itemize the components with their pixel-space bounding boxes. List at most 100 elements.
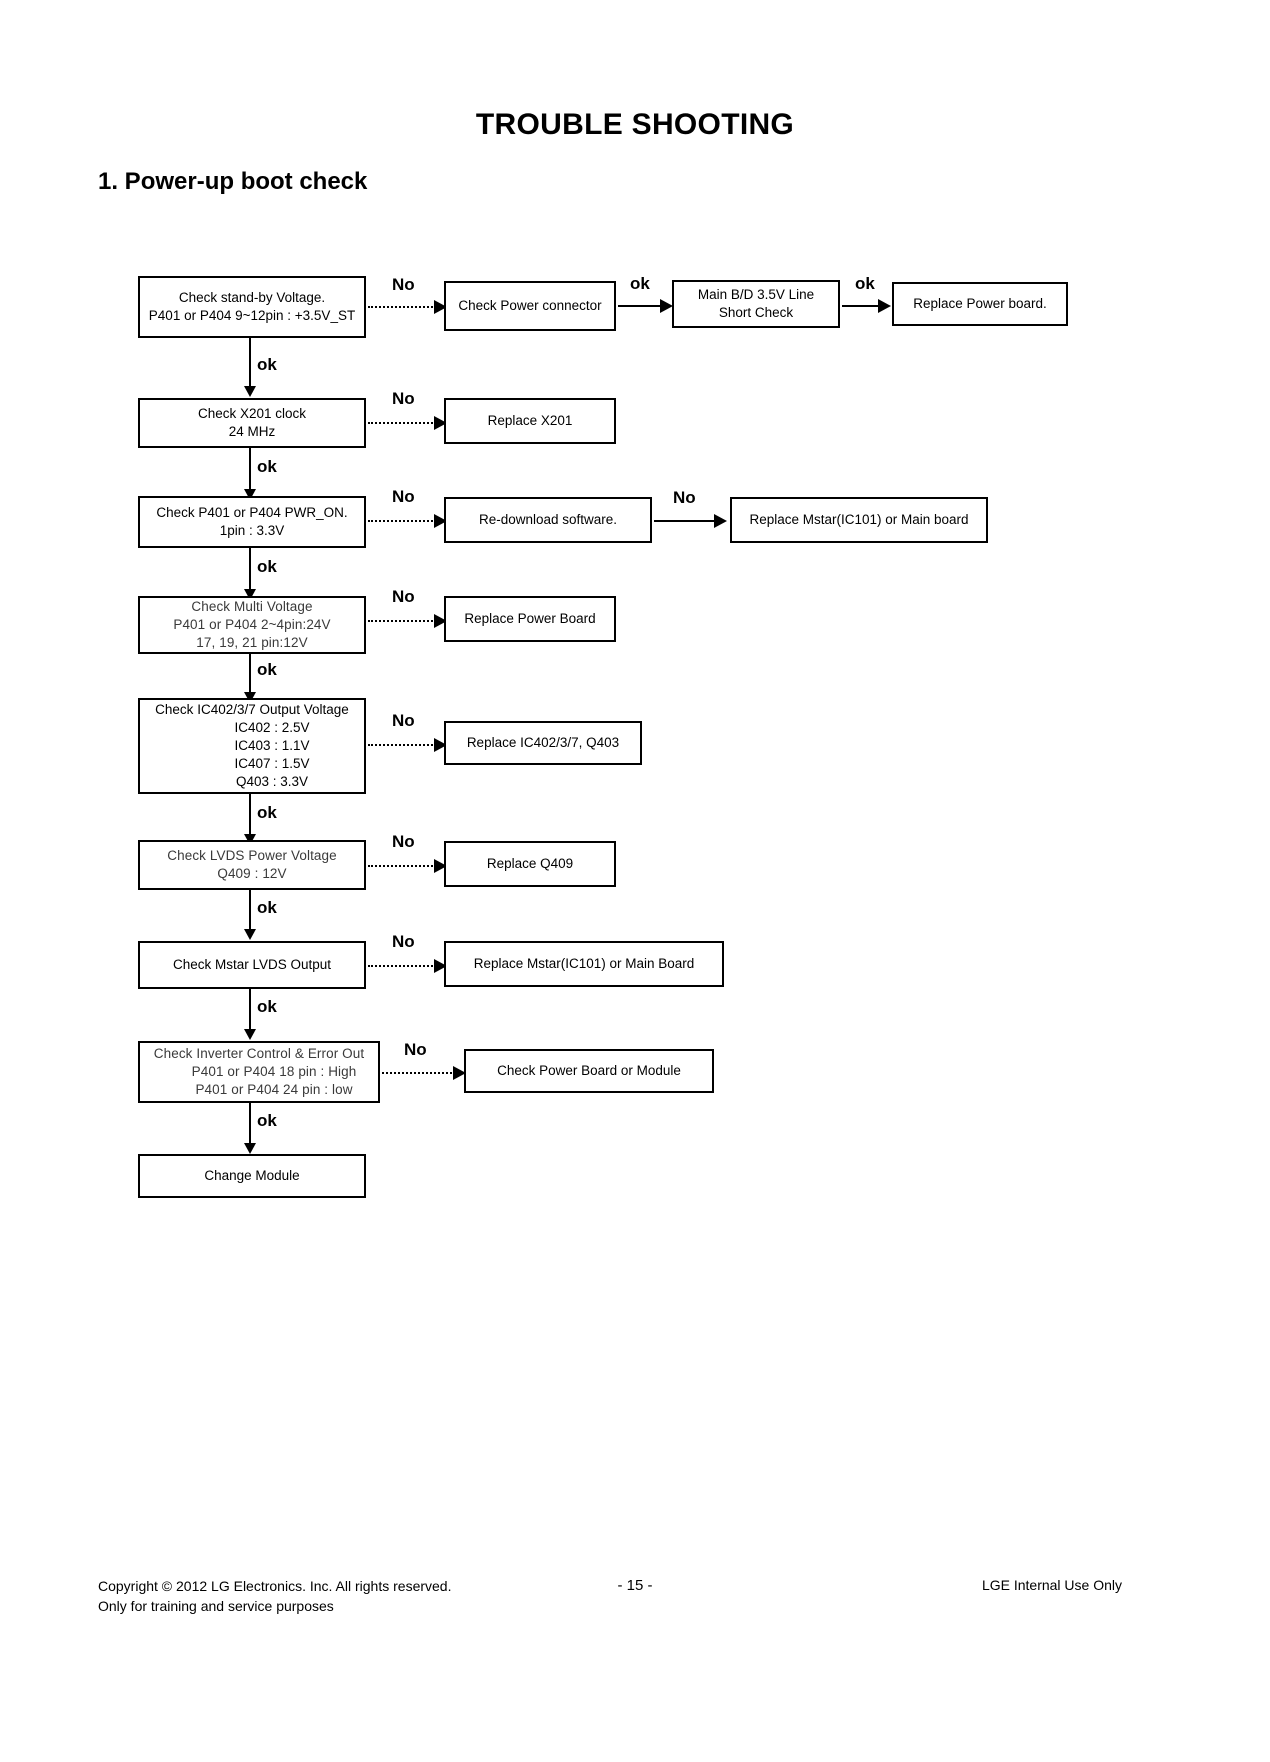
- node-line: Check Multi Voltage: [191, 599, 313, 615]
- edge-ok-mstarlvds-to-inverter: [249, 989, 251, 1033]
- node-check-power-board-or-module[interactable]: Check Power Board or Module: [464, 1049, 714, 1093]
- node-line: Check Power Board or Module: [497, 1063, 681, 1079]
- node-line: P401 or P404 18 pin : High: [191, 1064, 357, 1080]
- node-replace-power-board-2[interactable]: Replace Power Board: [444, 596, 616, 642]
- edge-label-ok: ok: [257, 997, 277, 1016]
- node-line: Main B/D 3.5V Line: [697, 287, 815, 303]
- node-line: Replace Power Board: [464, 611, 596, 627]
- footer-copyright: Copyright © 2012 LG Electronics. Inc. Al…: [98, 1576, 451, 1617]
- node-line: Check IC402/3/7 Output Voltage: [155, 702, 349, 718]
- node-line: Replace Mstar(IC101) or Main board: [749, 512, 969, 528]
- edge-label-ok: ok: [855, 274, 875, 293]
- node-replace-mstar-main-board-1[interactable]: Replace Mstar(IC101) or Main board: [730, 497, 988, 543]
- edge-ok-pwron-to-multivoltage: [249, 548, 251, 593]
- edge-ok-ic-to-lvds: [249, 794, 251, 838]
- node-check-inverter-control[interactable]: Check Inverter Control & Error Out P401 …: [138, 1041, 380, 1103]
- edge-label-no: No: [392, 389, 415, 408]
- arrowhead-icon: [244, 386, 256, 397]
- arrowhead-icon: [434, 614, 447, 628]
- node-line: 17, 19, 21 pin:12V: [196, 634, 308, 650]
- node-replace-power-board-1[interactable]: Replace Power board.: [892, 282, 1068, 326]
- edge-label-no: No: [392, 711, 415, 730]
- arrowhead-icon: [714, 514, 727, 528]
- node-line: P401 or P404 24 pin : low: [195, 1081, 353, 1097]
- node-check-multi-voltage[interactable]: Check Multi Voltage P401 or P404 2~4pin:…: [138, 596, 366, 654]
- section-heading: 1. Power-up boot check: [98, 168, 368, 195]
- node-replace-x201[interactable]: Replace X201: [444, 398, 616, 444]
- node-check-mstar-lvds-output[interactable]: Check Mstar LVDS Output: [138, 941, 366, 989]
- edge-ok-connector-to-shortcheck: [618, 305, 670, 307]
- troubleshooting-flowchart: Check stand-by Voltage. P401 or P404 9~1…: [0, 208, 1270, 1198]
- node-check-standby-voltage[interactable]: Check stand-by Voltage. P401 or P404 9~1…: [138, 276, 366, 338]
- edge-ok-multivoltage-to-ic: [249, 654, 251, 696]
- arrowhead-icon: [244, 1029, 256, 1040]
- node-line: Replace Mstar(IC101) or Main Board: [473, 956, 695, 972]
- node-line: 1pin : 3.3V: [219, 523, 285, 538]
- edge-label-ok: ok: [257, 660, 277, 679]
- arrowhead-icon: [434, 416, 447, 430]
- footer-copyright-line2: Only for training and service purposes: [98, 1598, 334, 1615]
- page-title: TROUBLE SHOOTING: [475, 108, 795, 141]
- node-line: IC402 : 2.5V: [234, 720, 310, 736]
- edge-no-standby-to-connector: [368, 306, 436, 308]
- node-check-x201-clock[interactable]: Check X201 clock 24 MHz: [138, 398, 366, 448]
- node-check-lvds-power-voltage[interactable]: Check LVDS Power Voltage Q409 : 12V: [138, 840, 366, 890]
- arrowhead-icon: [244, 589, 256, 600]
- node-line: Check X201 clock: [197, 406, 307, 422]
- arrowhead-icon: [434, 959, 447, 973]
- arrowhead-icon: [453, 1066, 466, 1080]
- node-line: Check P401 or P404 PWR_ON.: [156, 505, 348, 521]
- arrowhead-icon: [244, 489, 256, 500]
- edge-label-ok: ok: [257, 355, 277, 374]
- node-check-pwr-on[interactable]: Check P401 or P404 PWR_ON. 1pin : 3.3V: [138, 496, 366, 548]
- node-replace-mstar-main-board-2[interactable]: Replace Mstar(IC101) or Main Board: [444, 941, 724, 987]
- arrowhead-icon: [434, 514, 447, 528]
- node-line: P401 or P404 2~4pin:24V: [173, 617, 331, 633]
- node-line: Check LVDS Power Voltage: [167, 848, 337, 864]
- node-change-module[interactable]: Change Module: [138, 1154, 366, 1198]
- edge-no-ic-to-replace-ic: [368, 744, 436, 746]
- node-line: IC403 : 1.1V: [234, 738, 310, 754]
- edge-label-no: No: [673, 488, 696, 507]
- arrowhead-icon: [878, 299, 891, 313]
- edge-no-mstarlvds-to-replace-mstar: [368, 965, 436, 967]
- footer-copyright-line1: Copyright © 2012 LG Electronics. Inc. Al…: [98, 1578, 452, 1594]
- edge-label-no: No: [392, 587, 415, 606]
- node-replace-ic-q403[interactable]: Replace IC402/3/7, Q403: [444, 721, 642, 765]
- edge-label-ok: ok: [630, 274, 650, 293]
- node-line: Replace IC402/3/7, Q403: [466, 735, 620, 751]
- page-footer: Copyright © 2012 LG Electronics. Inc. Al…: [0, 1576, 1270, 1646]
- edge-label-no: No: [392, 275, 415, 294]
- edge-label-ok: ok: [257, 803, 277, 822]
- node-line: Re-download software.: [478, 512, 618, 528]
- edge-no-inverter-to-check-power-module: [382, 1072, 456, 1074]
- node-line: Change Module: [204, 1168, 300, 1184]
- arrowhead-icon: [434, 738, 447, 752]
- node-line: Check stand-by Voltage.: [178, 290, 326, 306]
- arrowhead-icon: [244, 929, 256, 940]
- node-check-ic-output-voltage[interactable]: Check IC402/3/7 Output Voltage IC402 : 2…: [138, 698, 366, 794]
- edge-label-ok: ok: [257, 1111, 277, 1130]
- edge-no-pwron-to-redownload: [368, 520, 436, 522]
- node-main-bd-short-check[interactable]: Main B/D 3.5V Line Short Check: [672, 280, 840, 328]
- node-line: Q409 : 12V: [217, 866, 287, 881]
- node-line: Q403 : 3.3V: [235, 773, 309, 789]
- edge-label-ok: ok: [257, 557, 277, 576]
- edge-ok-standby-to-x201: [249, 338, 251, 390]
- footer-internal-use-notice: LGE Internal Use Only: [981, 1577, 1122, 1593]
- edge-label-no: No: [392, 932, 415, 951]
- edge-no-redownload-to-replace-mstar: [654, 520, 722, 522]
- node-re-download-software[interactable]: Re-download software.: [444, 497, 652, 543]
- arrowhead-icon: [244, 834, 256, 845]
- node-replace-q409[interactable]: Replace Q409: [444, 841, 616, 887]
- edge-no-multivoltage-to-replace-power: [368, 620, 436, 622]
- node-check-power-connector[interactable]: Check Power connector: [444, 281, 616, 331]
- arrowhead-icon: [660, 299, 673, 313]
- node-line: Check Power connector: [458, 298, 602, 314]
- edge-ok-x201-to-pwron: [249, 448, 251, 493]
- edge-ok-inverter-to-change-module: [249, 1103, 251, 1147]
- node-line: Replace Q409: [486, 856, 574, 872]
- edge-label-ok: ok: [257, 457, 277, 476]
- edge-label-no: No: [392, 832, 415, 851]
- node-line: Replace Power board.: [913, 296, 1047, 312]
